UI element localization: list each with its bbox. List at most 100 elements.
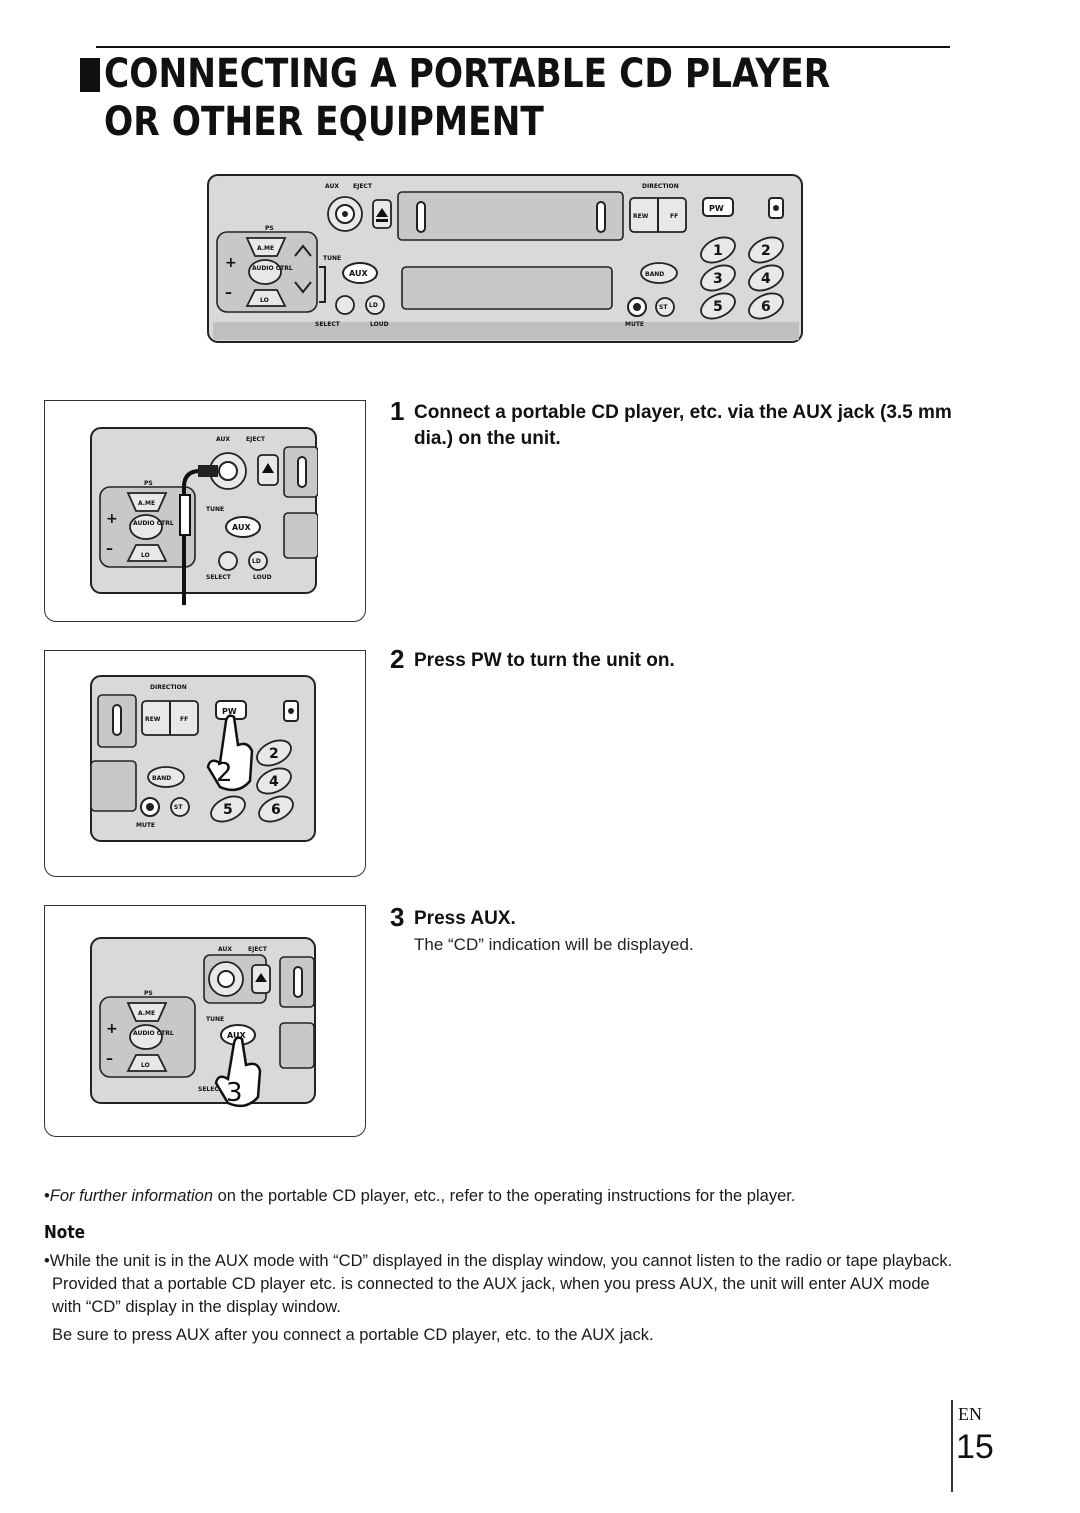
preset-3-button[interactable]: 3 bbox=[697, 260, 739, 295]
rew-label: REW bbox=[145, 716, 161, 723]
ame-button[interactable]: A.ME bbox=[245, 237, 287, 257]
ame-button[interactable]: A.ME bbox=[126, 1002, 168, 1022]
aux-button-label: AUX bbox=[227, 1031, 246, 1040]
display-window bbox=[279, 1022, 315, 1069]
volume-down-icon[interactable]: – bbox=[106, 1051, 113, 1067]
ld-button[interactable]: LD bbox=[365, 295, 385, 315]
ld-label: LD bbox=[369, 302, 378, 309]
preset-5-button[interactable]: 5 bbox=[697, 288, 739, 323]
audio-ctrl-button[interactable]: AUDIO CTRL bbox=[129, 514, 174, 540]
preset-2-label: 2 bbox=[269, 746, 279, 762]
lo-button[interactable]: LO bbox=[245, 289, 287, 307]
preset-6-button[interactable]: 6 bbox=[745, 288, 787, 323]
eject-label: EJECT bbox=[246, 436, 266, 443]
audio-ctrl-button[interactable]: AUDIO CTRL bbox=[248, 259, 293, 285]
preset-1-button[interactable]: 1 bbox=[697, 232, 739, 267]
tune-down-icon[interactable] bbox=[294, 281, 312, 294]
volume-up-icon[interactable]: + bbox=[225, 255, 237, 271]
preset-4-label: 4 bbox=[761, 271, 771, 287]
band-button[interactable]: BAND bbox=[640, 262, 678, 284]
preset-4-label: 4 bbox=[269, 774, 279, 790]
preset-6-button[interactable]: 6 bbox=[255, 791, 297, 826]
ld-label: LD bbox=[252, 558, 261, 565]
audio-ctrl-label: AUDIO CTRL bbox=[252, 265, 293, 272]
pw-label: PW bbox=[709, 204, 724, 213]
st-button[interactable]: ST bbox=[170, 797, 190, 817]
pw-label: PW bbox=[222, 707, 237, 716]
st-button[interactable]: ST bbox=[655, 297, 675, 317]
st-label: ST bbox=[659, 304, 668, 311]
ame-button[interactable]: A.ME bbox=[126, 492, 168, 512]
step-2-callout: 2 bbox=[216, 758, 233, 788]
audio-ctrl-label: AUDIO CTRL bbox=[133, 520, 174, 527]
volume-down-icon[interactable]: – bbox=[106, 541, 113, 557]
release-icon[interactable] bbox=[283, 700, 299, 722]
eject-button[interactable] bbox=[257, 454, 279, 486]
audio-ctrl-button[interactable]: AUDIO CTRL bbox=[129, 1024, 174, 1050]
display-window bbox=[90, 760, 137, 812]
ff-label: FF bbox=[670, 213, 678, 220]
st-label: ST bbox=[174, 804, 183, 811]
eject-button[interactable] bbox=[372, 199, 392, 229]
step-2-number: 2 bbox=[390, 644, 405, 674]
further-info-bullet: •For further information on the portable… bbox=[44, 1187, 796, 1205]
preset-4-button[interactable]: 4 bbox=[745, 260, 787, 295]
band-button[interactable]: BAND bbox=[147, 766, 185, 788]
preset-5-label: 5 bbox=[713, 299, 723, 315]
preset-5-button[interactable]: 5 bbox=[207, 791, 249, 826]
volume-up-icon[interactable]: + bbox=[106, 1021, 118, 1037]
language-code: EN bbox=[958, 1404, 982, 1424]
pw-button[interactable]: PW bbox=[215, 700, 247, 720]
aux-jack bbox=[208, 961, 244, 997]
lo-label: LO bbox=[260, 297, 269, 304]
pointing-hand-icon: 2 bbox=[206, 714, 254, 792]
preset-2-button[interactable]: 2 bbox=[745, 232, 787, 267]
step-3-illustration: AUX EJECT PS + – A.ME AUDIO CTRL LO TUNE… bbox=[90, 937, 316, 1108]
select-button[interactable] bbox=[218, 551, 238, 571]
aux-label: AUX bbox=[218, 946, 232, 953]
preset-buttons: 1 2 3 4 5 6 bbox=[697, 232, 787, 323]
aux-button[interactable]: AUX bbox=[342, 262, 378, 284]
release-icon[interactable] bbox=[768, 197, 784, 219]
preset-1-label: 1 bbox=[713, 243, 723, 259]
direction-label: DIRECTION bbox=[150, 684, 187, 691]
preset-2-button[interactable]: 2 bbox=[253, 735, 295, 770]
audio-ctrl-label: AUDIO CTRL bbox=[133, 1030, 174, 1037]
right-reel bbox=[112, 704, 122, 736]
aux-jack bbox=[209, 452, 247, 490]
tune-up-icon[interactable] bbox=[294, 244, 312, 257]
page-title: Connecting a portable CD player or other… bbox=[104, 51, 831, 145]
volume-down-icon[interactable]: – bbox=[225, 285, 232, 301]
select-label: SELECT bbox=[198, 1086, 224, 1093]
faceplate-illustration: AUX EJECT DIRECTION REW FF PW PS + – A.M… bbox=[207, 174, 803, 343]
left-reel bbox=[416, 201, 426, 233]
step-1-illustration: AUX EJECT PS + – A.ME AUDIO CTRL LO TUNE… bbox=[90, 427, 318, 605]
aux-button-label: AUX bbox=[349, 269, 368, 278]
step-1-number: 1 bbox=[390, 396, 405, 426]
pointing-hand-icon: 3 bbox=[214, 1036, 262, 1108]
aux-button-label: AUX bbox=[232, 523, 251, 532]
eject-button[interactable] bbox=[251, 964, 271, 994]
step-3-subtext: The “CD” indication will be displayed. bbox=[414, 935, 694, 954]
lo-button[interactable]: LO bbox=[126, 544, 168, 562]
loud-label: LOUD bbox=[370, 321, 389, 328]
further-info-text: on the portable CD player, etc., refer t… bbox=[213, 1187, 796, 1205]
preset-4-button[interactable]: 4 bbox=[253, 763, 295, 798]
display-window bbox=[401, 266, 613, 310]
rew-ff-buttons[interactable]: REW FF bbox=[141, 700, 199, 736]
aux-button[interactable]: AUX bbox=[225, 516, 261, 538]
lo-button[interactable]: LO bbox=[126, 1054, 168, 1072]
ld-button[interactable]: LD bbox=[248, 551, 268, 571]
display-window bbox=[283, 512, 318, 559]
ps-label: PS bbox=[144, 990, 153, 997]
footer-rule bbox=[951, 1400, 953, 1492]
pw-button[interactable]: PW bbox=[702, 197, 734, 217]
mute-dot-icon bbox=[146, 803, 154, 811]
band-label: BAND bbox=[152, 775, 171, 782]
select-button[interactable] bbox=[335, 295, 355, 315]
volume-up-icon[interactable]: + bbox=[106, 511, 118, 527]
rew-ff-buttons[interactable]: REW FF bbox=[629, 197, 687, 233]
direction-label: DIRECTION bbox=[642, 183, 679, 190]
aux-label: AUX bbox=[325, 183, 339, 190]
step-2-text: Press PW to turn the unit on. bbox=[414, 650, 675, 671]
